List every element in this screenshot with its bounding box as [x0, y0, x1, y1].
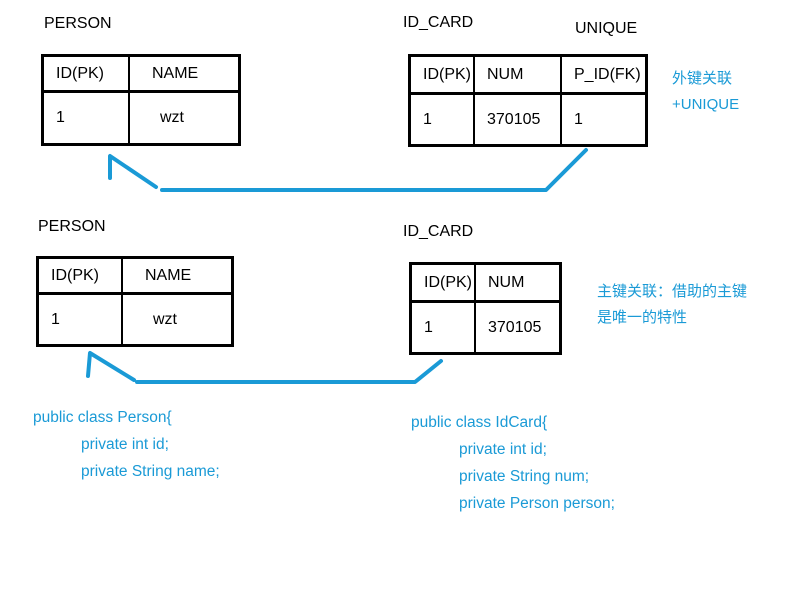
- top-note: 外键关联 +UNIQUE: [672, 66, 739, 118]
- idcard-class-line-4: private Person person;: [459, 495, 615, 512]
- bottom-note-line-2: 是唯一的特性: [597, 309, 688, 326]
- top-idcard-table: ID(PK) NUM P_ID(FK) 1 370105 1: [408, 54, 648, 147]
- bottom-note: 主键关联：借助的主键 是唯一的特性: [597, 279, 747, 331]
- person-class-code: public class Person{ private int id; pri…: [33, 404, 233, 490]
- bottom-idcard-cell-num: 370105: [474, 300, 562, 355]
- person-class-line-1: public class Person{: [33, 409, 172, 426]
- top-idcard-cell-id: 1: [408, 92, 475, 147]
- idcard-class-line-3: private String num;: [459, 468, 590, 485]
- top-person-cell-name: wzt: [128, 90, 241, 146]
- top-person-header-id: ID(PK): [41, 54, 130, 93]
- bottom-idcard-header-id: ID(PK): [409, 262, 476, 303]
- top-idcard-header-pid: P_ID(FK): [560, 54, 648, 95]
- bottom-person-title: PERSON: [38, 218, 106, 235]
- bottom-idcard-cell-id: 1: [409, 300, 476, 355]
- bottom-idcard-header-num: NUM: [474, 262, 562, 303]
- top-idcard-header-id: ID(PK): [408, 54, 475, 95]
- top-idcard-cell-pid: 1: [560, 92, 648, 147]
- bottom-arrowhead: [86, 351, 136, 382]
- idcard-class-line-2: private int id;: [459, 441, 547, 458]
- top-fk-arrow: [160, 148, 588, 192]
- bottom-person-header-name: NAME: [121, 256, 234, 295]
- top-idcard-cell-num: 370105: [473, 92, 562, 147]
- bottom-person-cell-name: wzt: [121, 292, 234, 347]
- top-arrowhead: [108, 154, 158, 189]
- bottom-person-cell-id: 1: [36, 292, 123, 347]
- top-person-cell-id: 1: [41, 90, 130, 146]
- bottom-note-line-1: 主键关联：借助的主键: [597, 283, 748, 300]
- idcard-class-line-1: public class IdCard{: [411, 414, 548, 431]
- top-idcard-title: ID_CARD: [403, 14, 474, 31]
- person-class-line-2: private int id;: [81, 436, 169, 453]
- top-person-header-name: NAME: [128, 54, 241, 93]
- bottom-person-header-id: ID(PK): [36, 256, 123, 295]
- bottom-pk-arrow: [135, 359, 443, 384]
- bottom-idcard-table: ID(PK) NUM 1 370105: [409, 262, 562, 355]
- unique-label: UNIQUE: [575, 20, 638, 37]
- bottom-person-table: ID(PK) NAME 1 wzt: [36, 256, 234, 347]
- top-person-table: ID(PK) NAME 1 wzt: [41, 54, 241, 146]
- top-idcard-header-num: NUM: [473, 54, 562, 95]
- bottom-idcard-title: ID_CARD: [403, 223, 474, 240]
- top-note-line-2: +UNIQUE: [672, 96, 740, 113]
- top-person-title: PERSON: [44, 15, 112, 32]
- person-class-line-3: private String name;: [81, 463, 220, 480]
- top-note-line-1: 外键关联: [672, 70, 733, 87]
- person-class-line-4: private IdCard idCard;: [33, 485, 233, 490]
- idcard-class-code: public class IdCard{ private int id; pri…: [411, 409, 615, 517]
